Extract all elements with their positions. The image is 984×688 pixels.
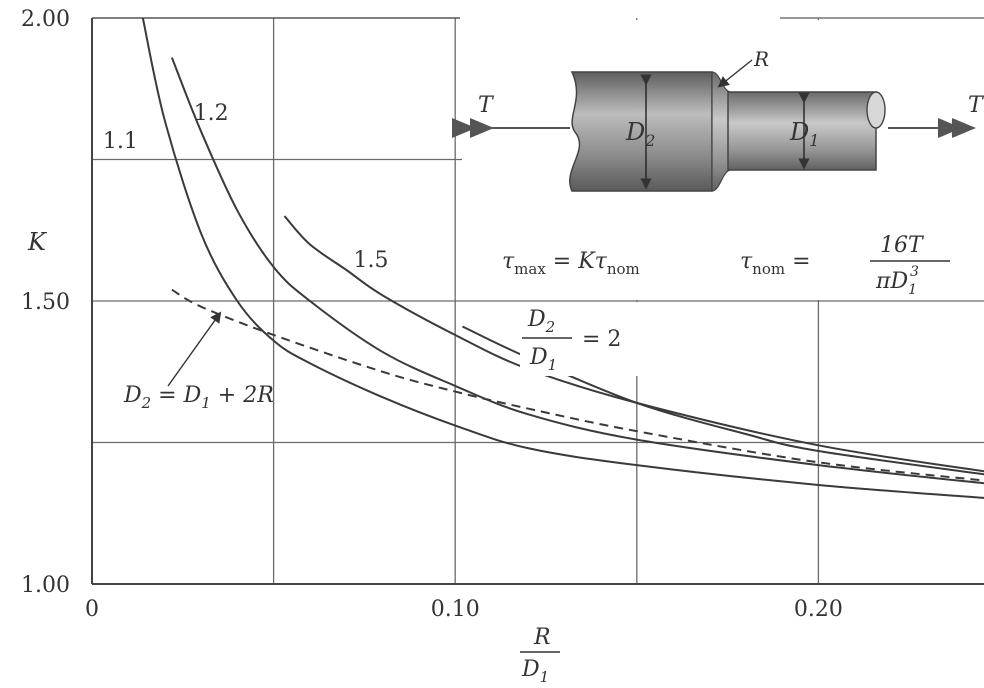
x-tick-label-1: 0.10 [431, 597, 480, 622]
y-axis-label: K [27, 228, 48, 256]
ratio-label: D2 D1 = 2 [520, 302, 640, 376]
svg-text:D2: D2 [527, 307, 555, 336]
torque-label-right: T [968, 93, 984, 118]
curve-ratio-1.5 [283, 215, 984, 473]
x-tick-label-2: 0.20 [794, 597, 843, 622]
x-tick-label-0: 0 [85, 597, 99, 622]
curve-label-1.1: 1.1 [103, 129, 138, 154]
svg-text:τnom =: τnom = [740, 249, 811, 278]
curve-label-1.2: 1.2 [194, 101, 229, 126]
torque-label-left: T [478, 93, 495, 118]
tau-nom-denominator: πD13 [875, 264, 919, 298]
shaft-end-face [866, 91, 886, 129]
relation-annotation: D2 = D1 + 2R [123, 311, 274, 412]
curve-label-1.5: 1.5 [354, 248, 389, 273]
svg-text:D2 = D1 + 2R: D2 = D1 + 2R [123, 383, 274, 412]
y-tick-label-0: 1.00 [21, 573, 70, 598]
svg-text:R: R [533, 625, 551, 650]
y-tick-label-1: 1.50 [21, 290, 70, 315]
tau-nom-equation: τnom = 16T πD13 [740, 233, 950, 298]
axes [91, 17, 984, 585]
radius-label: R [753, 47, 769, 71]
curve-ratio-1.2 [170, 57, 984, 485]
ratio-label-bg [520, 302, 640, 376]
svg-text:D1: D1 [529, 345, 557, 374]
ratio-rhs: = 2 [582, 327, 621, 352]
y-tick-label-2: 2.00 [21, 7, 70, 32]
tau-max-equation: τmax = Kτnom [502, 249, 640, 278]
relation-leader [167, 311, 222, 387]
curve-labels: 1.1 1.2 1.5 [103, 101, 389, 273]
d2-label: D2 [625, 118, 655, 150]
tick-labels: 0 0.10 0.20 1.00 1.50 2.00 [21, 7, 843, 622]
shaft-diagram: T T R D2 D1 [452, 47, 984, 192]
curve-ratio-1.1 [141, 17, 984, 499]
x-axis-label: R D1 [520, 625, 560, 686]
d1-label: D1 [789, 118, 819, 150]
tau-nom-numerator: 16T [880, 233, 925, 258]
radius-leader [717, 59, 753, 88]
svg-text:D1: D1 [521, 657, 549, 686]
svg-text:τmax = Kτnom: τmax = Kτnom [502, 249, 640, 278]
curve-relation [171, 288, 984, 482]
